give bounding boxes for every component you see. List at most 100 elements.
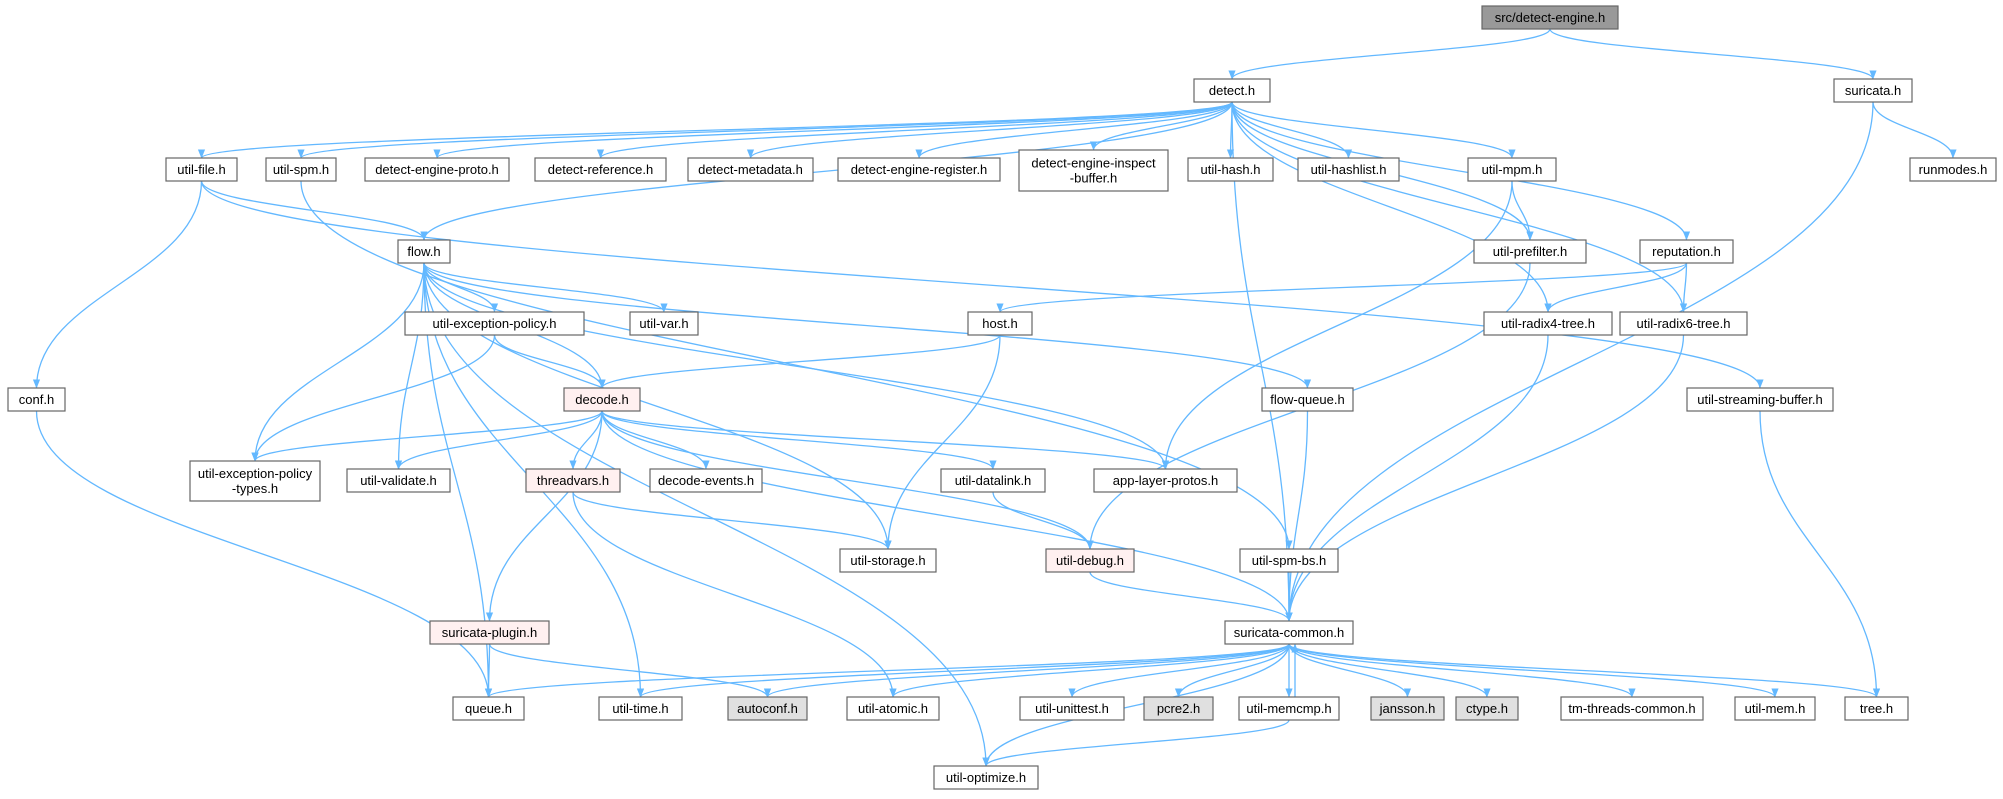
edge-util_memcmp-to-util_optimize xyxy=(982,719,1290,767)
node-util_storage[interactable]: util-storage.h xyxy=(839,548,937,573)
node-suricata_common[interactable]: suricata-common.h xyxy=(1224,620,1354,645)
node-box-tm_threads_common xyxy=(1560,696,1704,721)
node-box-util_spm_bs xyxy=(1239,548,1339,573)
node-tree[interactable]: tree.h xyxy=(1844,696,1909,721)
node-label-util_exception_policy: util-exception-policy.h xyxy=(432,316,556,331)
node-detect_engine_inspect[interactable]: detect-engine-inspect-buffer.h xyxy=(1018,149,1169,192)
node-util_spm[interactable]: util-spm.h xyxy=(265,157,337,182)
node-tm_threads_common[interactable]: tm-threads-common.h xyxy=(1560,696,1704,721)
node-util_radix4[interactable]: util-radix4-tree.h xyxy=(1483,311,1613,336)
node-root[interactable]: src/detect-engine.h xyxy=(1481,5,1619,30)
edge-suricata_common-to-util_mem xyxy=(1288,643,1779,698)
node-box-ctype xyxy=(1455,696,1519,721)
node-label-flow: flow.h xyxy=(407,244,440,259)
edge-detect-to-detect_engine_inspect xyxy=(1089,101,1233,151)
node-reputation[interactable]: reputation.h xyxy=(1639,239,1734,264)
node-detect_engine_register[interactable]: detect-engine-register.h xyxy=(837,157,1001,182)
node-conf[interactable]: conf.h xyxy=(7,387,66,412)
node-label-util_mem: util-mem.h xyxy=(1745,701,1806,716)
node-label-util_exception_policy_types-line-1: util-exception-policy xyxy=(198,466,313,481)
edge-host-to-util_storage xyxy=(884,334,1001,550)
node-detect[interactable]: detect.h xyxy=(1193,78,1271,103)
edge-flow-to-util_exception_policy_types xyxy=(251,262,425,462)
node-box-util_debug xyxy=(1045,548,1135,573)
node-util_atomic[interactable]: util-atomic.h xyxy=(846,696,940,721)
node-detect_engine_proto[interactable]: detect-engine-proto.h xyxy=(364,157,510,182)
edge-flow_queue-to-suricata_common xyxy=(1285,410,1309,622)
node-app_layer_protos[interactable]: app-layer-protos.h xyxy=(1093,468,1238,493)
node-label-util_var: util-var.h xyxy=(639,316,688,331)
edge-decode-to-decode_events xyxy=(601,410,710,470)
node-util_var[interactable]: util-var.h xyxy=(629,311,699,336)
node-label-util_file: util-file.h xyxy=(177,162,225,177)
edge-util_exception_policy-to-decode xyxy=(493,334,606,389)
node-detect_metadata[interactable]: detect-metadata.h xyxy=(687,157,814,182)
edge-suricata_common-to-util_atomic xyxy=(889,643,1290,698)
node-suricata[interactable]: suricata.h xyxy=(1833,78,1913,103)
edge-layer xyxy=(32,28,1957,767)
node-util_optimize[interactable]: util-optimize.h xyxy=(933,765,1039,790)
node-box-detect_engine_register xyxy=(837,157,1001,182)
node-box-autoconf xyxy=(727,696,808,721)
edge-suricata-to-runmodes xyxy=(1872,101,1957,159)
node-util_hash[interactable]: util-hash.h xyxy=(1187,157,1274,182)
node-decode_events[interactable]: decode-events.h xyxy=(649,468,763,493)
node-label-util_radix4: util-radix4-tree.h xyxy=(1501,316,1595,331)
edge-detect-to-detect_metadata xyxy=(747,101,1233,159)
edge-detect-to-detect_engine_proto xyxy=(433,101,1233,159)
node-util_radix6[interactable]: util-radix6-tree.h xyxy=(1619,311,1748,336)
node-threadvars[interactable]: threadvars.h xyxy=(525,468,621,493)
node-box-util_prefilter xyxy=(1473,239,1587,264)
node-box-util_atomic xyxy=(846,696,940,721)
node-util_datalink[interactable]: util-datalink.h xyxy=(940,468,1046,493)
edge-flow-to-util_exception_policy xyxy=(423,262,499,313)
node-util_hashlist[interactable]: util-hashlist.h xyxy=(1297,157,1400,182)
node-queue[interactable]: queue.h xyxy=(452,696,525,721)
node-flow_queue[interactable]: flow-queue.h xyxy=(1261,387,1354,412)
node-util_streaming_buffer[interactable]: util-streaming-buffer.h xyxy=(1686,387,1834,412)
edge-decode-to-app_layer_protos xyxy=(601,410,1169,470)
node-box-util_radix6 xyxy=(1619,311,1748,336)
node-box-reputation xyxy=(1639,239,1734,264)
edge-suricata_common-to-util_optimize xyxy=(982,643,1290,767)
edge-util_streaming_buffer-to-tree xyxy=(1759,410,1881,698)
node-util_mpm[interactable]: util-mpm.h xyxy=(1467,157,1557,182)
node-runmodes[interactable]: runmodes.h xyxy=(1909,157,1997,182)
node-util_mem[interactable]: util-mem.h xyxy=(1734,696,1816,721)
node-detect_reference[interactable]: detect-reference.h xyxy=(534,157,667,182)
node-layer: src/detect-engine.h detect.h suricata.h run… xyxy=(7,5,1997,790)
node-label-util_memcmp: util-memcmp.h xyxy=(1246,701,1331,716)
edge-detect-to-util_radix4 xyxy=(1231,101,1552,313)
node-util_validate[interactable]: util-validate.h xyxy=(346,468,451,493)
node-util_spm_bs[interactable]: util-spm-bs.h xyxy=(1239,548,1339,573)
node-util_file[interactable]: util-file.h xyxy=(165,157,238,182)
edge-decode-to-util_exception_policy_types xyxy=(251,410,603,462)
node-util_exception_policy[interactable]: util-exception-policy.h xyxy=(404,311,585,336)
node-box-threadvars xyxy=(525,468,621,493)
node-ctype: ctype.h xyxy=(1455,696,1519,721)
edge-detect-to-reputation xyxy=(1231,101,1691,241)
node-util_debug[interactable]: util-debug.h xyxy=(1045,548,1135,573)
node-autoconf: autoconf.h xyxy=(727,696,808,721)
edge-detect-to-util_hashlist xyxy=(1231,101,1353,159)
node-label-threadvars: threadvars.h xyxy=(537,473,609,488)
node-util_prefilter[interactable]: util-prefilter.h xyxy=(1473,239,1587,264)
node-box-conf xyxy=(7,387,66,412)
node-host[interactable]: host.h xyxy=(967,311,1033,336)
node-label-util_atomic: util-atomic.h xyxy=(858,701,928,716)
node-suricata_plugin[interactable]: suricata-plugin.h xyxy=(429,620,550,645)
node-decode[interactable]: decode.h xyxy=(563,387,641,412)
node-util_exception_policy_types[interactable]: util-exception-policy-types.h xyxy=(189,460,321,502)
node-flow[interactable]: flow.h xyxy=(397,239,451,264)
edge-util_radix6-to-suricata_common xyxy=(1285,334,1685,622)
edge-util_mpm-to-app_layer_protos xyxy=(1161,180,1513,470)
node-util_memcmp[interactable]: util-memcmp.h xyxy=(1238,696,1340,721)
edge-flow-to-util_optimize xyxy=(423,262,990,767)
node-util_unittest[interactable]: util-unittest.h xyxy=(1019,696,1125,721)
node-util_time[interactable]: util-time.h xyxy=(598,696,683,721)
node-label-util_spm: util-spm.h xyxy=(273,162,329,177)
node-label-suricata_common: suricata-common.h xyxy=(1234,625,1345,640)
node-label-util_storage: util-storage.h xyxy=(850,553,925,568)
node-label-conf: conf.h xyxy=(19,392,54,407)
edge-util_mpm-to-util_prefilter xyxy=(1511,180,1534,241)
